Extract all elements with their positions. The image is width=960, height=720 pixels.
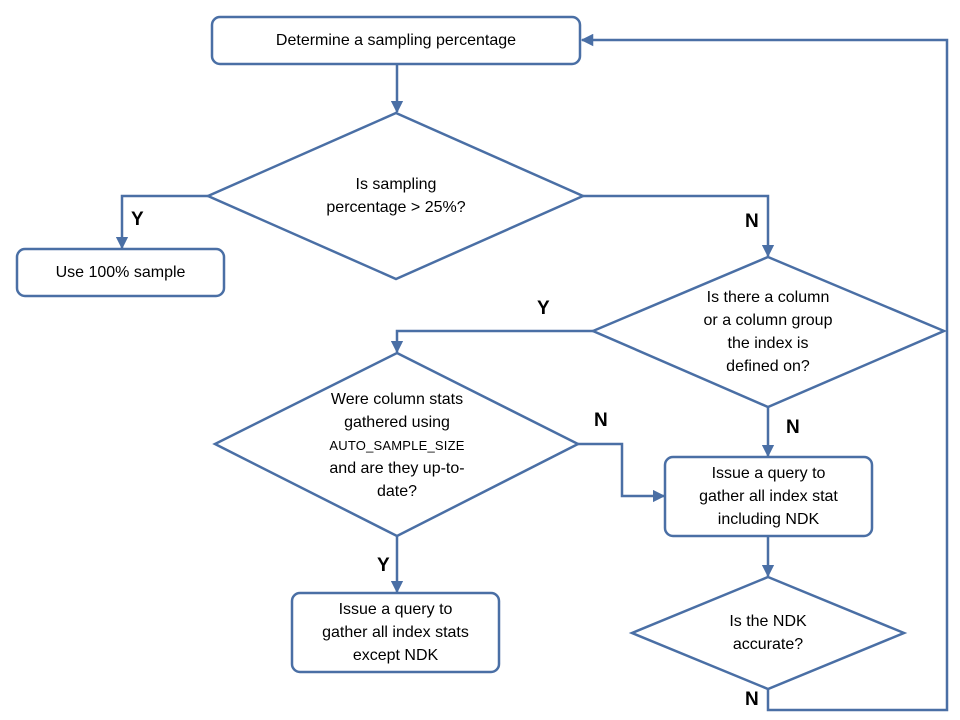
edge-check-no — [583, 194, 775, 258]
query-except-label: Issue a query to gather all index stats … — [322, 601, 469, 664]
edge-label-pct-no: N — [745, 211, 759, 232]
edge-label-pct-yes: Y — [131, 209, 144, 230]
use-full-label: Use 100% sample — [55, 264, 186, 281]
edge-colstats-no — [578, 442, 666, 503]
edge-label-ndk-no: N — [745, 689, 759, 710]
check-pct-diamond — [204, 111, 587, 281]
ndk-accurate-label: Is the NDK accurate? — [729, 613, 807, 653]
edge-label-colgroup-no: N — [786, 417, 800, 438]
check-pct-label: Is sampling percentage > 25%? — [326, 176, 466, 216]
edge-label-colstats-yes: Y — [377, 555, 390, 576]
edge-label-colstats-no: N — [594, 410, 608, 431]
col-group-label: Is there a column or a column group the … — [703, 289, 833, 375]
determine-label: Determine a sampling percentage — [275, 32, 517, 49]
edge-ndk-no-loop — [580, 33, 949, 712]
edge-label-colgroup-yes: Y — [537, 298, 550, 319]
edge-colgroup-yes — [390, 329, 593, 354]
edge-check-yes — [115, 194, 208, 250]
query-all-label: Issue a query to gather all index stat i… — [699, 465, 838, 528]
col-stats-label: Were column stats gathered using AUTO_SA… — [329, 390, 465, 500]
